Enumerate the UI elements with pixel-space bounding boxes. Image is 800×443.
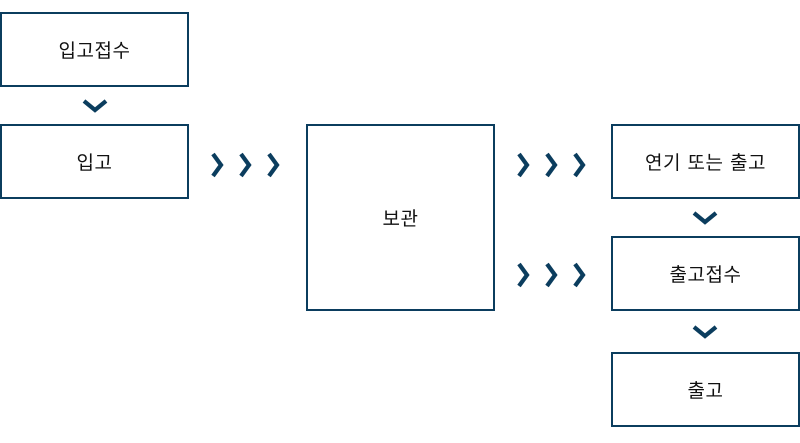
chevron-right-icon [239, 152, 252, 178]
node-intake-receipt: 입고접수 [0, 12, 189, 87]
node-extension-or-release: 연기 또는 출고 [611, 124, 800, 199]
chevron-right-icon [267, 152, 280, 178]
chevron-right-icon [211, 152, 224, 178]
node-release: 출고 [611, 352, 800, 427]
node-intake: 입고 [0, 124, 189, 199]
chevron-down-icon [692, 211, 718, 225]
chevron-right-icon [545, 152, 558, 178]
node-intake-label: 입고 [76, 152, 113, 174]
node-release-receipt-label: 출고접수 [669, 264, 742, 286]
node-extension-or-release-label: 연기 또는 출고 [645, 152, 766, 174]
chevron-right-icon [545, 262, 558, 288]
node-intake-receipt-label: 입고접수 [58, 40, 131, 62]
chevron-right-icon [573, 262, 586, 288]
chevron-down-icon [82, 99, 108, 113]
chevron-down-icon [692, 325, 718, 339]
chevron-right-icon [573, 152, 586, 178]
node-storage-label: 보관 [382, 208, 419, 230]
node-release-receipt: 출고접수 [611, 236, 800, 311]
chevron-right-icon [517, 152, 530, 178]
node-release-label: 출고 [687, 380, 724, 402]
chevron-right-icon [517, 262, 530, 288]
node-storage: 보관 [306, 124, 495, 311]
